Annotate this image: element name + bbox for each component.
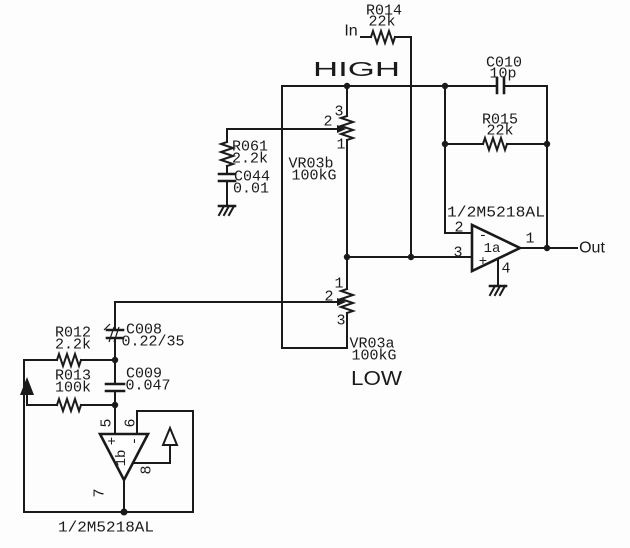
- vr03a-ref: VR03a: [349, 336, 394, 353]
- ground-icon-c044: [217, 204, 237, 217]
- r013-value: 100k: [55, 380, 91, 397]
- vr03a-pin-wiper: 2: [324, 289, 333, 306]
- r015-ref: R015: [482, 112, 518, 129]
- opamp-1b-part: 1/2M5218AL: [58, 520, 154, 537]
- opamp-1b-pin8: 8: [139, 465, 156, 474]
- opamp-1b-plus: +: [105, 437, 121, 445]
- opamp-1b-triangle: [97, 432, 151, 483]
- wire-left-loop: [281, 85, 348, 349]
- opamp-1a-triangle: [470, 222, 524, 274]
- vr03b-ref: VR03b: [288, 156, 333, 173]
- vr03a-pin-bottom: 3: [336, 313, 345, 330]
- vr03a-value: 100kG: [351, 348, 396, 365]
- vr03b-pin-bottom: 1: [336, 137, 345, 154]
- opamp-1a-designator: 1a: [484, 241, 501, 257]
- pot-vr03a-wiper-arrow-icon: [337, 298, 346, 306]
- wire-pin6-loop: [136, 410, 194, 513]
- opamp-1b-pin7: 7: [92, 488, 109, 497]
- supply-arrow-filled-icon: [20, 377, 34, 395]
- wire-pin8-lead: [133, 444, 171, 464]
- r014-ref: R014: [366, 3, 402, 20]
- r061-value: 2.2k: [232, 151, 268, 168]
- in-label: In: [344, 23, 357, 40]
- r012-ref: R012: [55, 325, 91, 342]
- pot-vr03a-body: [337, 287, 357, 315]
- vr03b-pin-top: 3: [334, 104, 343, 121]
- opamp-1b-designator: 1b: [114, 450, 130, 467]
- resistor-r014: [369, 27, 397, 47]
- c008-ref: C008: [126, 322, 162, 339]
- c009-value: 0.047: [125, 378, 170, 395]
- wire-in-drop: [394, 36, 412, 258]
- symbols: [20, 27, 524, 483]
- wire-feedback-left: [444, 85, 473, 234]
- resistor-r061: [217, 140, 237, 168]
- c009-ref: C009: [126, 366, 162, 383]
- r013-ref: R013: [55, 368, 91, 385]
- pot-vr03b-body: [337, 114, 357, 142]
- opamp-1b-minus: -: [127, 437, 143, 445]
- r061-ref: R061: [232, 139, 268, 156]
- opamp-1b-pin5: 5: [99, 418, 116, 427]
- high-label: HIGH: [313, 59, 400, 81]
- text-labels: In HIGH LOW Out R014 22k C010 10p R015 2…: [55, 3, 605, 537]
- c008-value: 0.22/35: [121, 334, 184, 351]
- supply-arrow-open-icon: [161, 425, 179, 446]
- pot-vr03b-wiper-arrow-icon: [337, 125, 346, 133]
- opamp-1a-pin2: 2: [454, 220, 463, 237]
- ground-icon-opamp1a: [488, 284, 508, 297]
- opamp-1a-part: 1/2M5218AL: [447, 205, 545, 222]
- capacitor-c009: [104, 382, 126, 393]
- opamp-1a-minus: -: [479, 228, 487, 244]
- r012-value: 2.2k: [55, 337, 91, 354]
- vr03b-pin-wiper: 2: [323, 114, 332, 131]
- c044-ref: C044: [234, 169, 270, 186]
- r015-value: 22k: [486, 123, 513, 140]
- out-label: Out: [579, 240, 605, 257]
- opamp-1a-pin3: 3: [453, 245, 462, 262]
- junction-dots: [111, 82, 551, 516]
- opamp-1b-pin6: 6: [123, 418, 140, 427]
- opamp-1a-pin4: 4: [501, 261, 510, 278]
- low-label: LOW: [351, 368, 402, 390]
- vr03b-value: 100kG: [291, 168, 336, 185]
- opamp-1a-pin1: 1: [525, 231, 534, 248]
- c010-ref: C010: [486, 55, 522, 72]
- capacitor-c010: [495, 76, 506, 95]
- capacitor-c044: [217, 172, 237, 183]
- c010-value: 10p: [489, 66, 516, 83]
- vr03a-pin-top: 1: [334, 276, 343, 293]
- c044-value: 0.01: [233, 181, 269, 198]
- opamp-1a-plus: +: [479, 254, 487, 270]
- resistor-r015: [481, 134, 509, 154]
- r014-value: 22k: [368, 14, 395, 31]
- capacitor-c008: [103, 323, 125, 343]
- resistor-r012: [55, 350, 83, 370]
- resistor-r013: [55, 395, 83, 415]
